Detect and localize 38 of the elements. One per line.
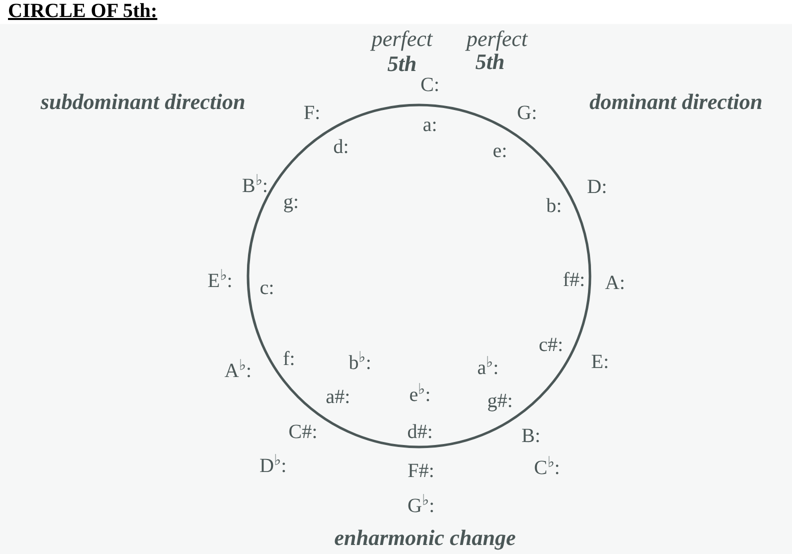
key-label: f#: [562, 270, 586, 290]
key-label: G$^{♭}$: [408, 496, 434, 516]
key-label: B: [522, 426, 540, 446]
direction-label: dominant direction [590, 91, 762, 113]
key-label: c#: [538, 335, 564, 355]
interval-label: perfect [466, 28, 528, 50]
key-label: F: [304, 103, 320, 123]
key-label: f: [282, 349, 296, 369]
key-label: E: [591, 352, 609, 372]
direction-label: 5th [387, 53, 417, 75]
key-label: e: [492, 141, 508, 161]
key-label: a: [422, 115, 438, 135]
key-label: G: [517, 103, 537, 123]
key-label: E$^{♭}$: [208, 271, 232, 291]
key-label: C#: [288, 422, 318, 442]
key-label: a$^{♭}$: [477, 358, 499, 378]
title: CIRCLE OF 5th: [8, 0, 158, 22]
key-label: b$^{♭}$: [348, 353, 372, 373]
key-label: C: [420, 75, 440, 95]
key-label: A: [605, 273, 625, 293]
key-label: g: [283, 192, 299, 212]
direction-label: enharmonic change [334, 527, 516, 549]
key-label: C$^{♭}$: [534, 458, 560, 478]
key-label: d#: [407, 422, 433, 442]
key-label: e$^{♭}$: [409, 385, 431, 405]
key-label: c: [260, 278, 274, 298]
key-label: A$^{♭}$: [224, 361, 252, 381]
key-label: b: [546, 196, 562, 216]
key-label: a#: [326, 387, 350, 407]
direction-label: subdominant direction [40, 91, 246, 113]
key-label: g#: [487, 391, 513, 411]
key-label: B$^{♭}$: [242, 176, 268, 196]
key-label: F#: [408, 461, 434, 481]
direction-label: 5th [475, 51, 505, 73]
key-label: D: [587, 177, 607, 197]
interval-label: perfect [371, 28, 433, 50]
key-label: D$^{♭}$: [260, 456, 286, 476]
key-label: d: [333, 137, 349, 157]
